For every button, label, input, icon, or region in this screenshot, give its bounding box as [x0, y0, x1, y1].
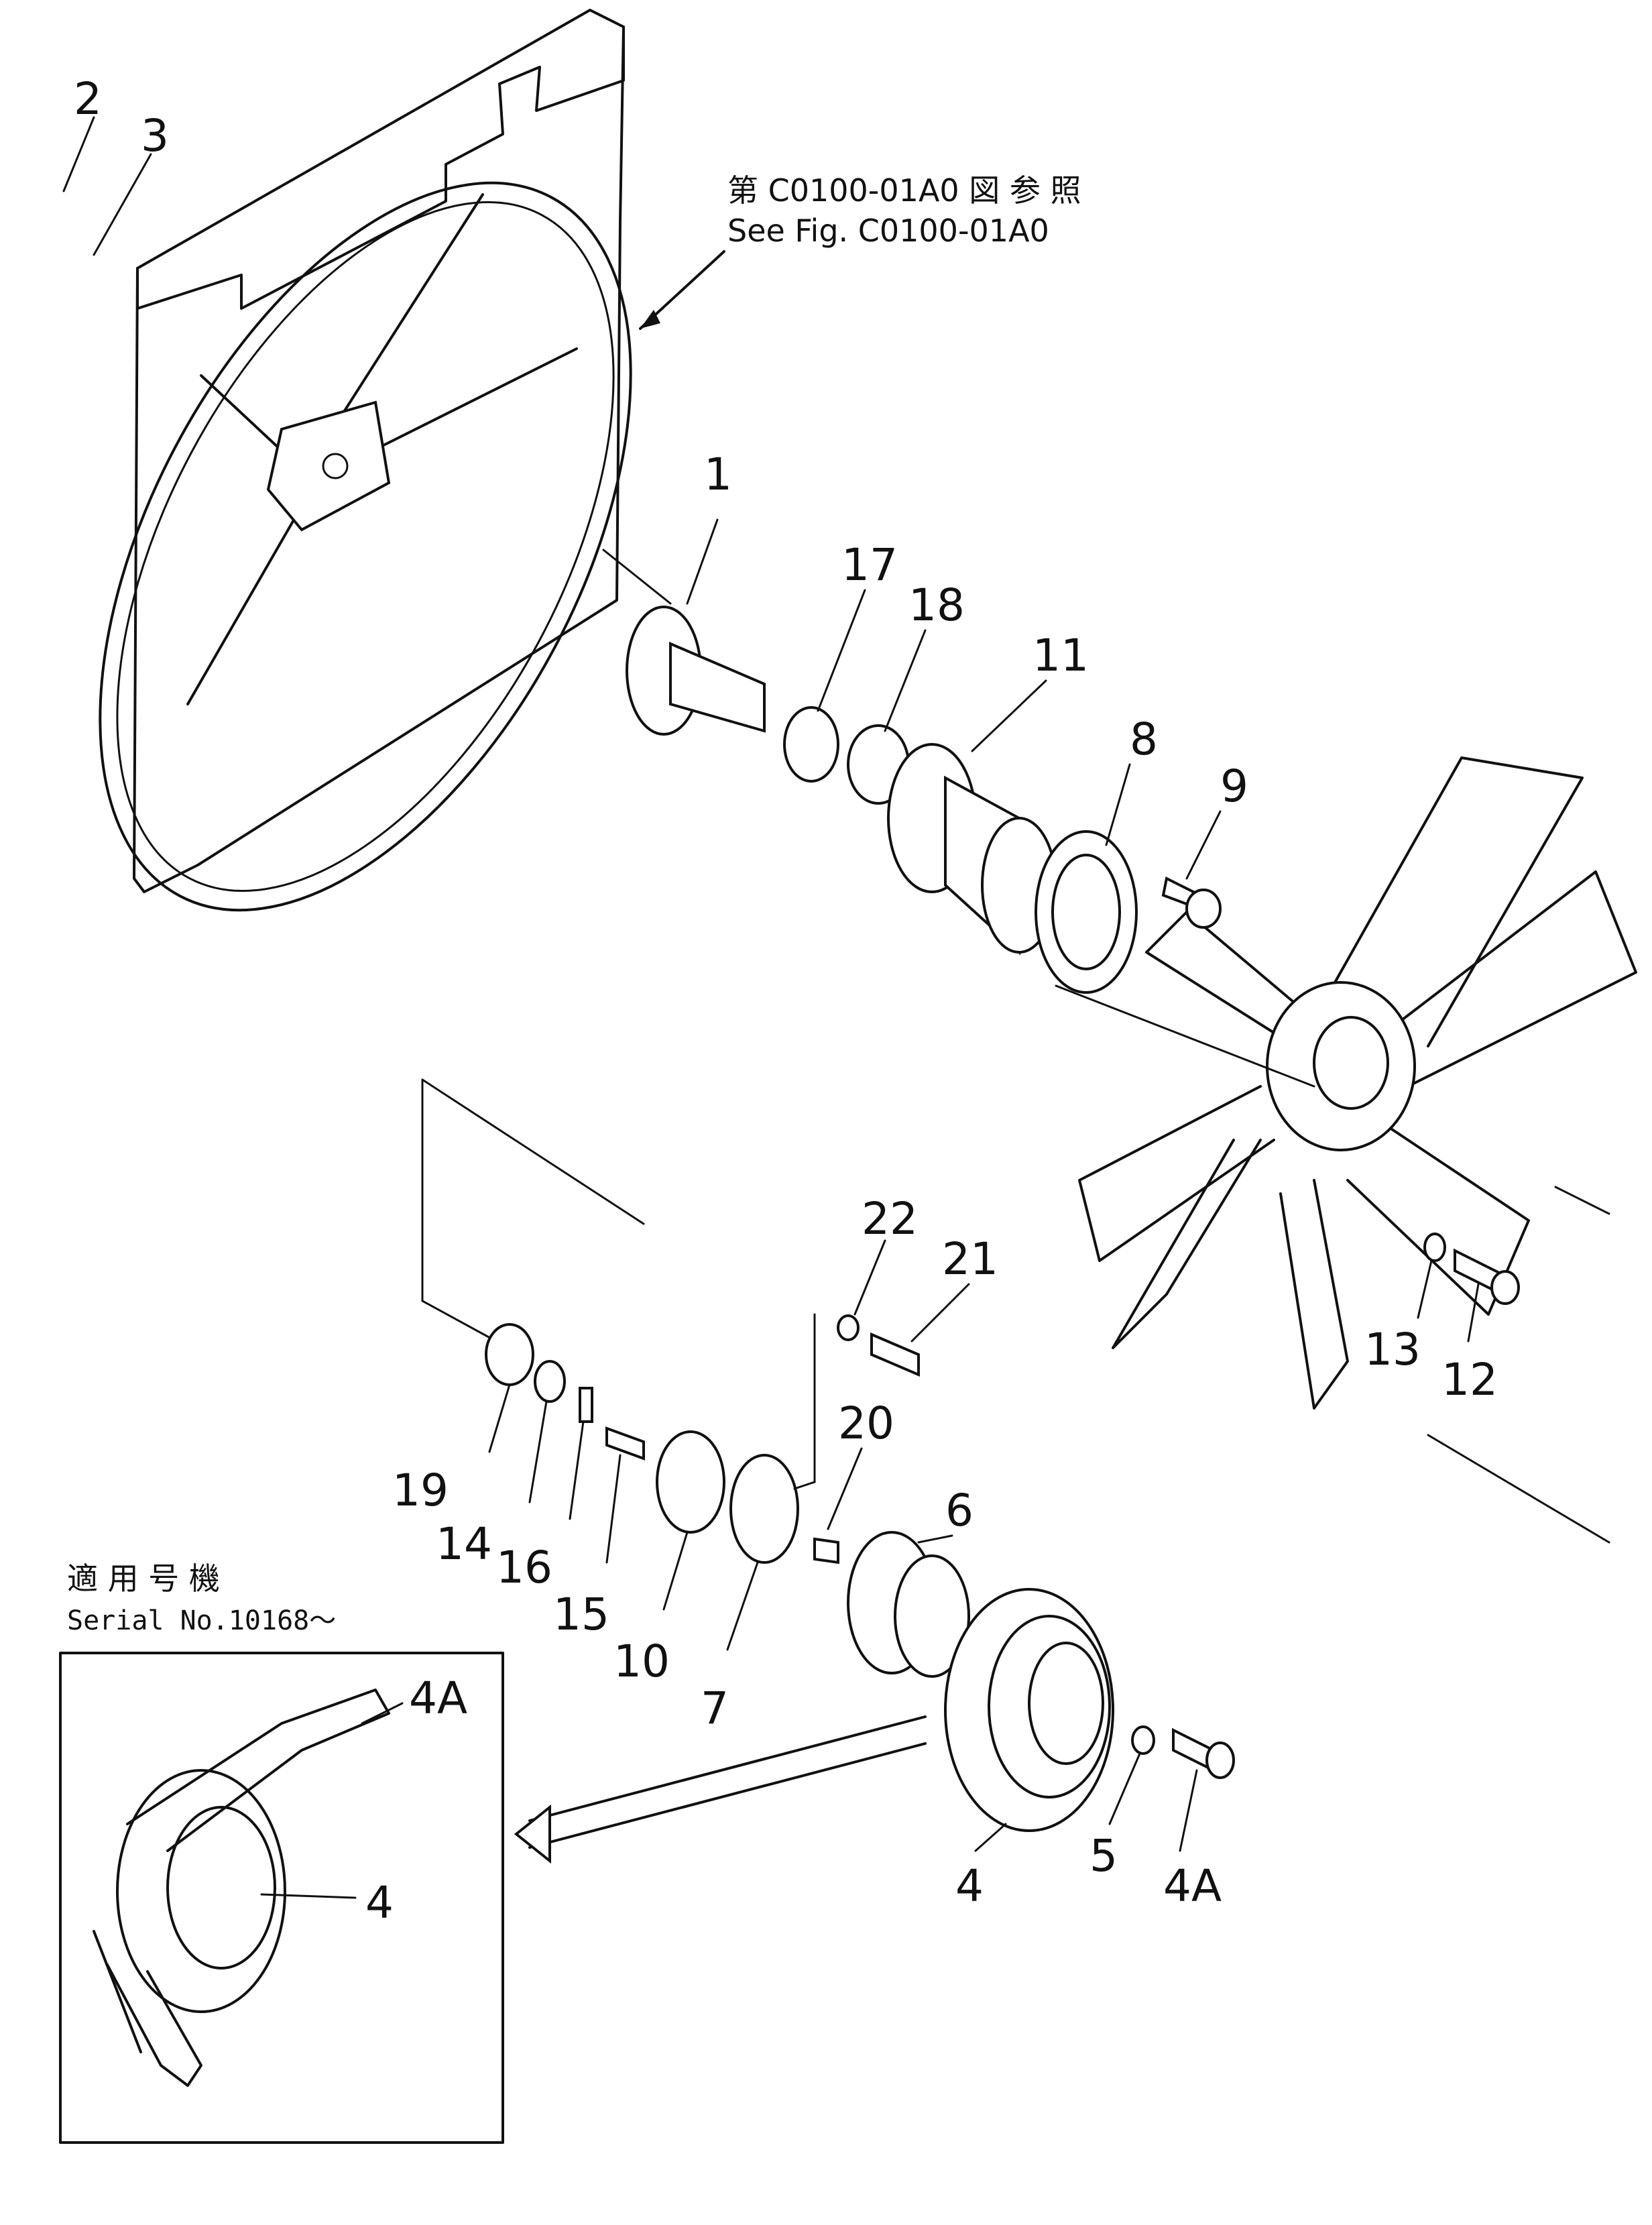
belt-set-illustration [93, 1689, 390, 2087]
callout-18: 17 [841, 539, 898, 591]
part-23 [837, 1314, 860, 1341]
callout-20: 19 [392, 1465, 449, 1516]
callout-8: 7 [701, 1682, 729, 1734]
fan-hub-assembly [602, 549, 1315, 1088]
callout-15: 14 [436, 1518, 492, 1570]
part-8 [729, 1454, 799, 1564]
reference-arrowhead [640, 310, 660, 329]
figure-reference-jp: 第 C0100-01A0 図 参 照 [727, 172, 1081, 209]
callout-23: 22 [862, 1193, 918, 1245]
serial-note-jp: 適 用 号 機 [67, 1560, 220, 1597]
inset-callout-4A: 4A [409, 1672, 467, 1724]
callout-21: 20 [838, 1397, 894, 1449]
part-17 [579, 1387, 593, 1423]
callout-6: 5 [1089, 1830, 1118, 1882]
part-22 [870, 1332, 920, 1377]
inset-arrowhead [514, 1804, 551, 1864]
fan-shroud [99, 9, 632, 912]
callout-14: 13 [1364, 1324, 1421, 1375]
inset-arrow [528, 1715, 927, 1822]
part-20 [485, 1323, 534, 1386]
part-6 [1131, 1725, 1155, 1755]
part-15 [534, 1360, 566, 1403]
callout-22: 21 [942, 1233, 998, 1285]
callout-7: 6 [945, 1485, 973, 1536]
callout-19: 18 [908, 579, 965, 631]
part-14 [1423, 1233, 1446, 1262]
callout-11: 10 [613, 1636, 670, 1687]
callout-3: 3 [141, 110, 169, 162]
callout-12: 11 [1032, 630, 1089, 681]
callout-13: 12 [1441, 1354, 1498, 1406]
leader-lines [62, 116, 1480, 1899]
part-18 [783, 706, 839, 783]
callout-2: 2 [74, 73, 102, 125]
callout-10: 9 [1220, 760, 1248, 812]
part-16 [605, 1426, 645, 1461]
callout-1: 1 [704, 449, 732, 500]
callout-17: 16 [496, 1542, 552, 1593]
callout-16: 15 [553, 1589, 609, 1640]
callout-9: 8 [1130, 714, 1158, 765]
inset-callout-4: 4 [365, 1877, 394, 1929]
callout-4: 4 [955, 1860, 984, 1912]
part-11 [656, 1430, 725, 1534]
serial-note-en: Serial No.10168～ [67, 1605, 336, 1636]
pulley-assembly [421, 1078, 1610, 1832]
figure-reference-en: See Fig. C0100-01A0 [727, 213, 1049, 249]
callout-5: 4A [1163, 1860, 1222, 1912]
fan-blades [1078, 756, 1637, 1410]
inset-box [59, 1652, 504, 2144]
part-21 [813, 1537, 839, 1564]
